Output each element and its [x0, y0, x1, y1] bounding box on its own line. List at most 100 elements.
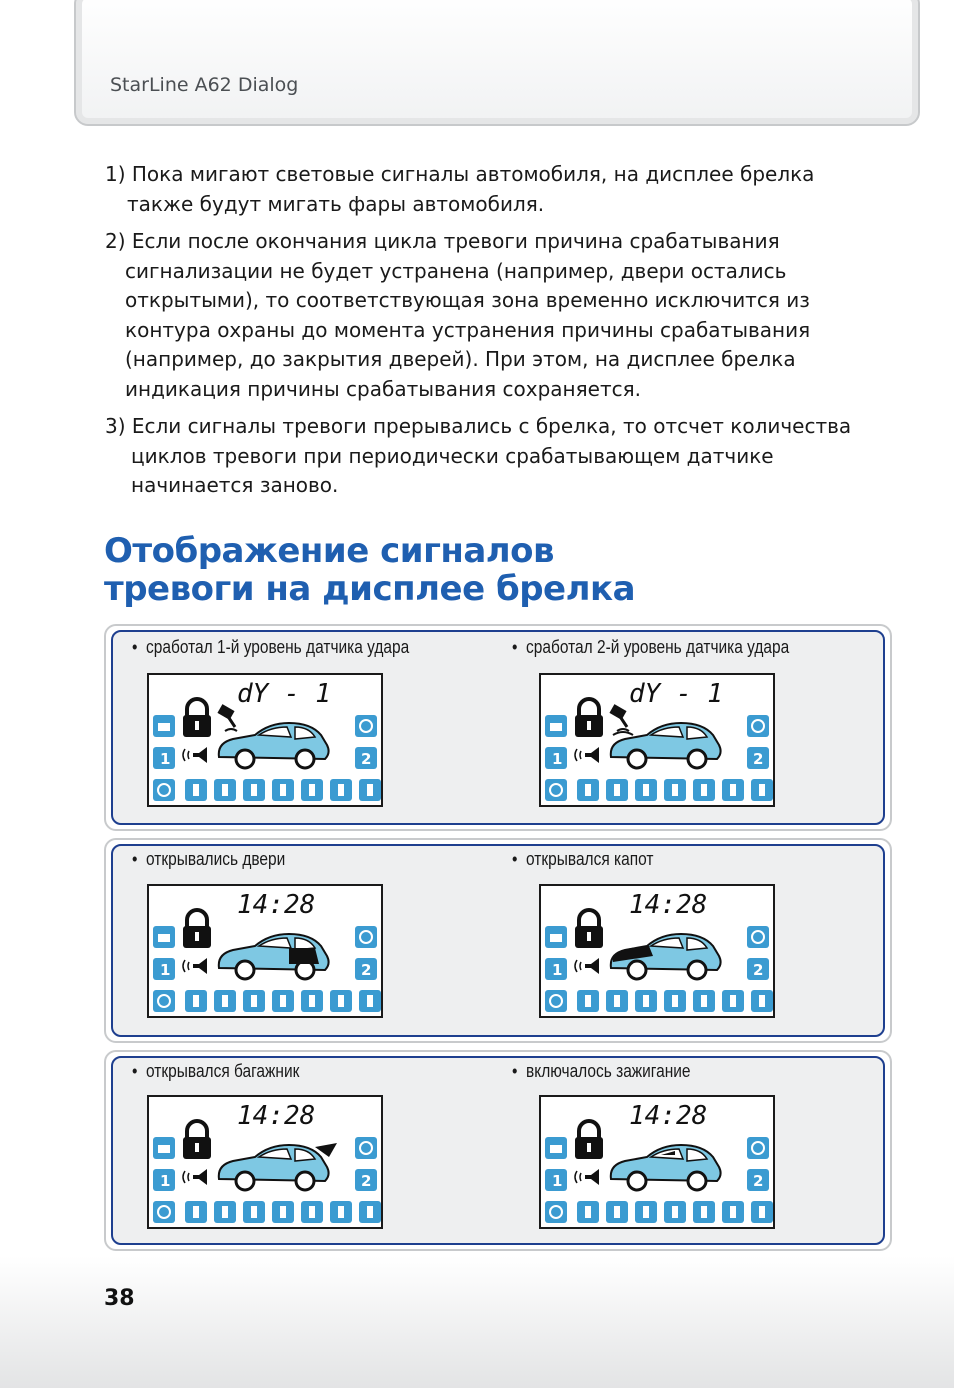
hook-icon — [606, 779, 628, 801]
channel-1-icon: 1 — [153, 747, 175, 769]
siren-icon — [182, 747, 207, 763]
cross-icon — [243, 990, 265, 1012]
note-icon — [272, 990, 294, 1012]
display-caption: сработал 1-й уровень датчика удара — [132, 637, 409, 658]
heat-icon — [359, 779, 381, 801]
paragraph-1: 1) Пока мигают световые сигналы автомоби… — [105, 160, 865, 219]
channel-2-icon: 2 — [355, 1169, 377, 1191]
heat-icon — [751, 1201, 773, 1223]
car-phone-icon — [545, 715, 567, 737]
turbo-icon — [355, 715, 377, 737]
paragraph-line: начинается заново. — [131, 473, 339, 497]
svg-text:1: 1 — [160, 961, 170, 979]
note-icon — [272, 1201, 294, 1223]
svg-text:2: 2 — [753, 961, 763, 979]
screen-readout: 14:28 — [237, 1101, 315, 1131]
channel-2-icon: 2 — [355, 958, 377, 980]
car-icon — [609, 1143, 722, 1192]
document-title: StarLine A62 Dialog — [110, 74, 299, 96]
car-phone-icon — [153, 715, 175, 737]
svg-text:1: 1 — [160, 750, 170, 768]
hammer-icon — [217, 704, 238, 732]
padlock-icon — [183, 697, 211, 737]
svg-text:2: 2 — [753, 1172, 763, 1190]
hook-icon — [606, 990, 628, 1012]
display-caption: включалось зажигание — [512, 1061, 691, 1082]
footer-band — [0, 1256, 954, 1388]
note-icon — [664, 1201, 686, 1223]
padlock-icon — [183, 1119, 211, 1159]
heat-icon — [359, 990, 381, 1012]
heading-line: тревоги на дисплее брелка — [104, 569, 636, 609]
cross-icon — [635, 1201, 657, 1223]
siren-icon — [574, 958, 599, 974]
cross-icon — [243, 1201, 265, 1223]
turbo-icon — [355, 926, 377, 948]
siren-icon — [574, 747, 599, 763]
paragraph-2: 2) Если после окончания цикла тревоги пр… — [105, 227, 865, 404]
channel-2-icon: 2 — [747, 1169, 769, 1191]
screen-readout: 14:28 — [629, 1101, 707, 1131]
heading-line: Отображение сигналов — [104, 531, 555, 571]
car-phone-icon — [545, 1137, 567, 1159]
heat-icon — [751, 990, 773, 1012]
screen-readout: 14:28 — [629, 890, 707, 920]
paragraph-line: (например, до закрытия дверей). При этом… — [125, 347, 796, 371]
paragraph-line: 1) Пока мигают световые сигналы автомоби… — [105, 162, 815, 186]
pager-icon — [330, 779, 352, 801]
paragraph-line: сигнализации не будет устранена (наприме… — [125, 258, 787, 283]
display-caption: открывались двери — [132, 849, 285, 870]
cross-icon — [635, 779, 657, 801]
hammer-icon — [609, 704, 634, 736]
paragraph-line: контура охраны до момента устранения при… — [125, 317, 811, 342]
cross-icon — [635, 990, 657, 1012]
siren-icon — [182, 1169, 207, 1185]
car-phone-icon — [153, 1137, 175, 1159]
car-icon — [217, 932, 330, 981]
svg-text:2: 2 — [361, 1172, 371, 1190]
cycle-icon — [545, 990, 567, 1012]
pager-icon — [722, 990, 744, 1012]
double-note-icon — [693, 990, 715, 1012]
paragraph-3: 3) Если сигналы тревоги прерывались с бр… — [105, 412, 885, 501]
note-icon — [272, 779, 294, 801]
hook-icon — [214, 1201, 236, 1223]
hook-icon — [606, 1201, 628, 1223]
hook-icon — [214, 779, 236, 801]
car-phone-icon — [545, 926, 567, 948]
cross-icon — [243, 779, 265, 801]
svg-text:2: 2 — [361, 750, 371, 768]
car-phone-icon — [153, 926, 175, 948]
channel-2-icon: 2 — [355, 747, 377, 769]
paragraph-line: открытыми), то соответствующая зона врем… — [125, 288, 810, 312]
channel-1-icon: 1 — [153, 1169, 175, 1191]
channel-1-icon: 1 — [545, 747, 567, 769]
padlock-icon — [575, 908, 603, 948]
double-note-icon — [301, 779, 323, 801]
channel-1-icon: 1 — [545, 958, 567, 980]
paragraph-line: также будут мигать фары автомобиля. — [127, 191, 545, 216]
display-caption: открывался багажник — [132, 1061, 299, 1082]
cycle-icon — [153, 990, 175, 1012]
turbo-icon — [747, 926, 769, 948]
hook-icon — [214, 990, 236, 1012]
paragraph-line: циклов тревоги при периодически срабатыв… — [131, 443, 774, 468]
paragraph-line: индикация причины срабатывания сохраняет… — [125, 376, 641, 401]
turbo-icon — [747, 715, 769, 737]
svg-text:1: 1 — [552, 750, 562, 768]
display-caption: открывался капот — [512, 849, 653, 870]
header-frame — [74, 0, 920, 126]
svg-text:2: 2 — [753, 750, 763, 768]
display-caption: сработал 2-й уровень датчика удара — [512, 637, 789, 658]
cycle-icon — [545, 779, 567, 801]
section-heading: Отображение сигналов тревоги на дисплее … — [104, 531, 636, 609]
double-note-icon — [693, 779, 715, 801]
wrench-icon — [577, 779, 599, 801]
padlock-icon — [575, 1119, 603, 1159]
svg-text:1: 1 — [160, 1172, 170, 1190]
double-note-icon — [301, 990, 323, 1012]
svg-text:1: 1 — [552, 961, 562, 979]
